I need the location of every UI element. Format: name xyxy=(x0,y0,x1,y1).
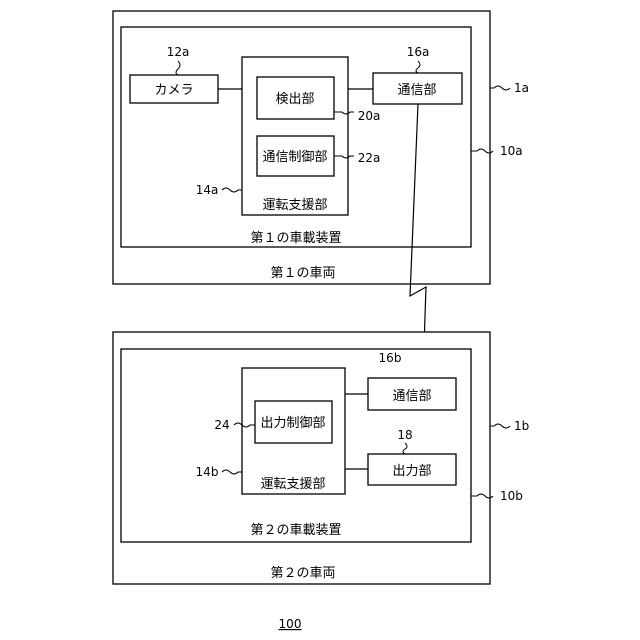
communication-b-ref: 16b xyxy=(379,351,402,365)
vehicle-a: カメラ 12a 運転支援部 14a 検出部 20a 通信制御部 22a 通信部 … xyxy=(113,11,529,284)
comm-control-ref: 22a xyxy=(358,151,381,165)
driving-support-b-ref: 14b xyxy=(196,465,219,479)
comm-control-label: 通信制御部 xyxy=(262,150,327,165)
figure-ref: 100 xyxy=(279,617,302,631)
vehicle-a-leader xyxy=(490,86,510,90)
output-ref: 18 xyxy=(397,428,412,442)
driving-support-a-ref: 14a xyxy=(196,183,219,197)
vehicle-b-device-ref: 10b xyxy=(500,489,523,503)
communication-a-label: 通信部 xyxy=(397,83,436,98)
detection-ref: 20a xyxy=(358,109,381,123)
vehicle-a-ref: 1a xyxy=(514,81,529,95)
detection-label: 検出部 xyxy=(275,92,314,107)
vehicle-a-label: 第１の車両 xyxy=(270,266,335,281)
camera-ref: 12a xyxy=(167,45,190,59)
driving-support-b-label: 運転支援部 xyxy=(260,477,325,492)
driving-support-a-label: 運転支援部 xyxy=(262,198,327,213)
camera-label: カメラ xyxy=(154,83,193,98)
vehicle-a-device-label: 第１の車載装置 xyxy=(250,231,341,246)
communication-b-label: 通信部 xyxy=(392,389,431,404)
vehicle-b-label: 第２の車両 xyxy=(270,566,335,581)
vehicle-b-leader xyxy=(490,424,510,428)
vehicle-b: 運転支援部 14b 出力制御部 24 通信部 16b 出力部 18 第２の車載装… xyxy=(113,332,529,584)
output-control-ref: 24 xyxy=(214,418,229,432)
vehicle-a-device-ref: 10a xyxy=(500,144,523,158)
communication-a-ref: 16a xyxy=(407,45,430,59)
output-label: 出力部 xyxy=(392,464,431,479)
vehicle-b-device-label: 第２の車載装置 xyxy=(250,523,341,538)
vehicle-b-ref: 1b xyxy=(514,419,529,433)
output-control-label: 出力制御部 xyxy=(260,416,325,431)
